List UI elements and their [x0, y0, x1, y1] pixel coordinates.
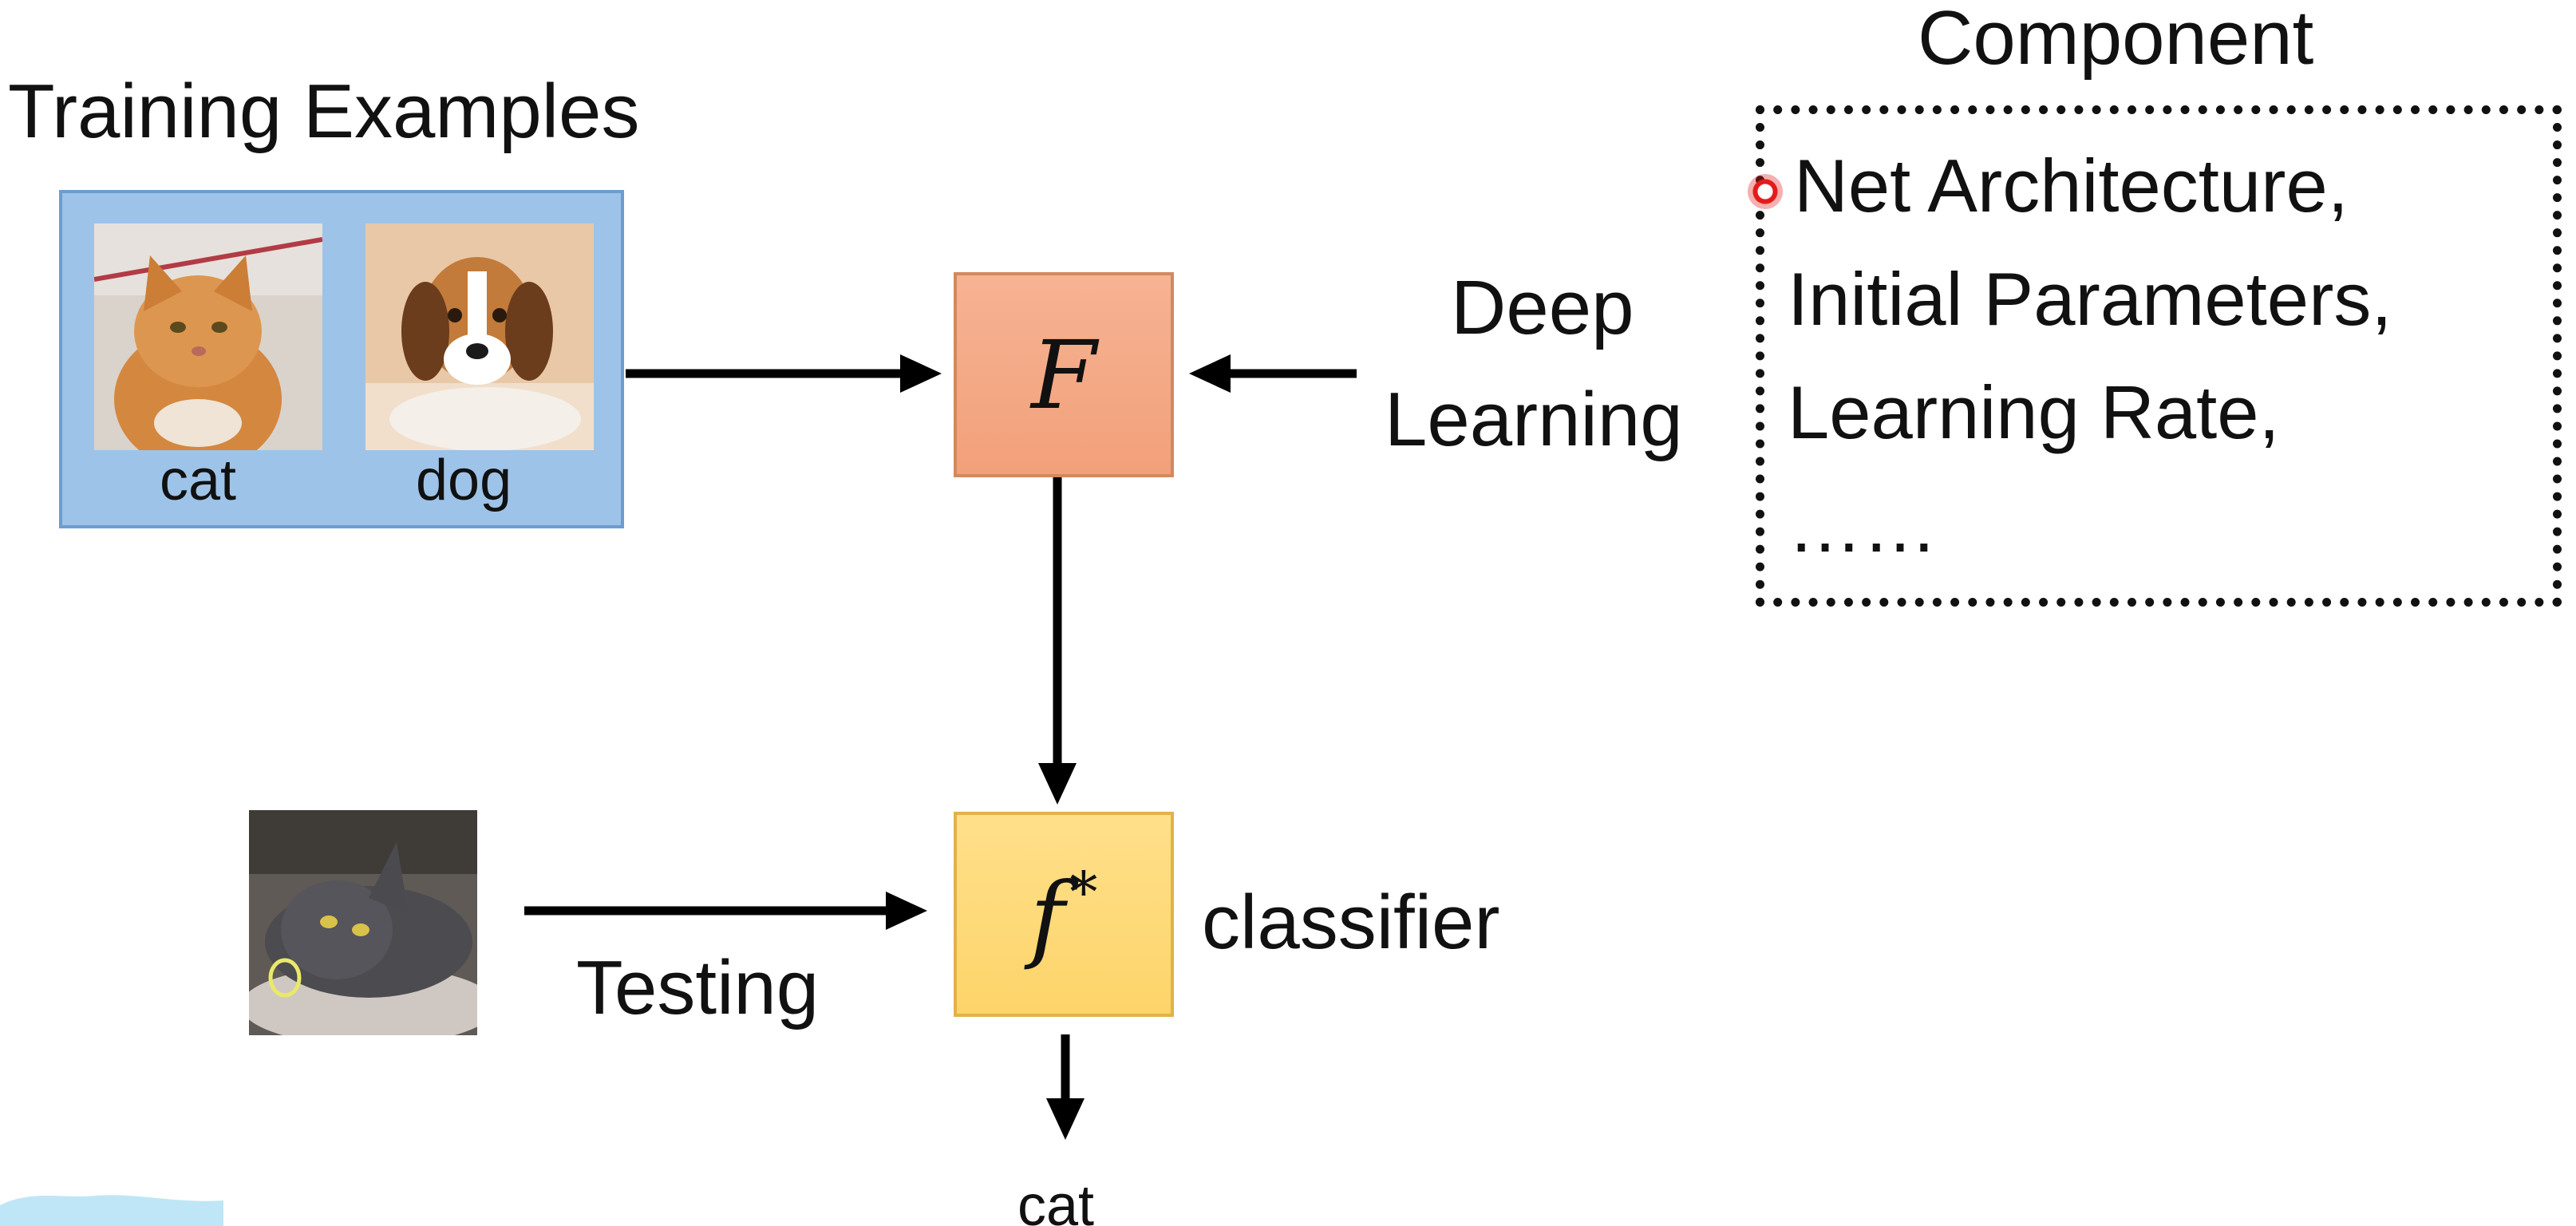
- arrow-deeplearning-to-F: [1189, 354, 1357, 393]
- test-cat-photo: [249, 810, 477, 1035]
- output-label: cat: [1017, 1174, 1095, 1226]
- component-box: [1756, 105, 2562, 607]
- deep-label: Deep: [1451, 265, 1634, 350]
- arrow-testing-to-classifier: [524, 892, 927, 930]
- component-item: ……: [1788, 484, 1938, 568]
- cat-photo: [94, 223, 322, 450]
- classifier-symbol: f*: [1029, 860, 1098, 972]
- learning-label: Learning: [1385, 377, 1683, 462]
- dog-photo: [365, 223, 594, 450]
- testing-label: Testing: [576, 945, 820, 1030]
- component-item: Net Architecture,: [1794, 144, 2349, 227]
- learner-F-box: F: [954, 272, 1174, 477]
- learner-symbol: F: [1031, 319, 1096, 430]
- training-examples-panel: [59, 190, 624, 528]
- arrow-training-to-F: [626, 354, 942, 393]
- arrow-classifier-to-output: [1046, 1034, 1085, 1140]
- classifier-f-star-box: f*: [954, 812, 1174, 1017]
- component-item: Learning Rate,: [1788, 370, 2280, 454]
- dog-label: dog: [416, 449, 512, 512]
- classifier-superscript: *: [1069, 860, 1098, 925]
- pointer-marker: [1748, 174, 1783, 209]
- component-title: Component: [1918, 0, 2314, 81]
- arrow-F-to-classifier: [1038, 477, 1077, 805]
- cat-label: cat: [160, 449, 237, 512]
- component-item: Initial Parameters,: [1788, 257, 2392, 341]
- decorative-wave: [0, 1195, 223, 1226]
- classifier-label: classifier: [1202, 880, 1500, 965]
- training-examples-title: Training Examples: [8, 69, 640, 154]
